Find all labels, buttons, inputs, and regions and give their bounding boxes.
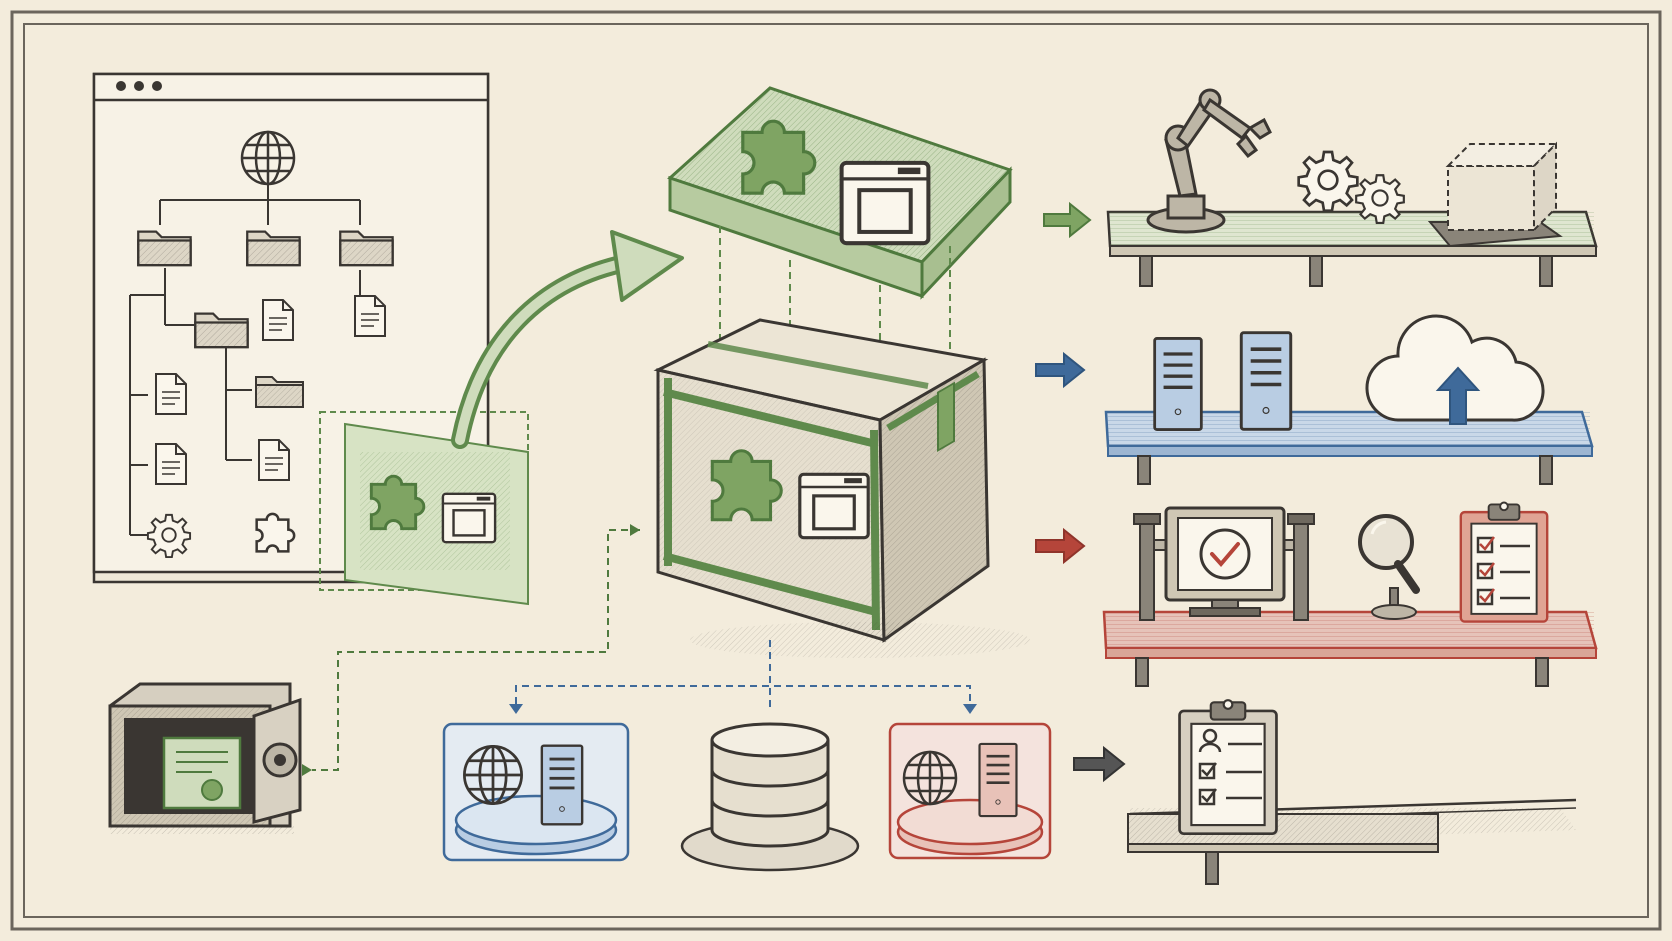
document-icon [353, 294, 387, 338]
app-window-icon [441, 492, 497, 544]
robot-arm-icon [1146, 88, 1272, 234]
server-icon [540, 744, 584, 826]
checklist-items [1476, 536, 1530, 606]
document-icon [257, 438, 291, 482]
outer-frame [10, 10, 1662, 931]
review-items [1198, 728, 1262, 806]
package-crate [653, 318, 990, 643]
review-clipboard-icon [1178, 698, 1278, 836]
lid-puzzle-icon [741, 119, 817, 195]
lane-arrow-review [1073, 745, 1126, 783]
checkmark-circle-icon [1199, 528, 1251, 580]
folder-icon [137, 230, 192, 267]
secret-link-line [312, 529, 640, 771]
globe-icon [463, 745, 523, 805]
magnifier-icon [1358, 514, 1420, 620]
repo-root-globe-icon [240, 130, 296, 186]
extract-arrow [451, 230, 684, 449]
window-dot-min [134, 81, 144, 91]
package-lid [667, 86, 1013, 300]
folder-icon [339, 230, 394, 267]
puzzle-icon [369, 474, 426, 531]
server-icon [978, 742, 1018, 818]
folder-icon [254, 375, 305, 409]
folder-icon [246, 230, 301, 267]
shelf-test [1102, 501, 1598, 687]
artifact-placeholder-icon [1427, 141, 1563, 248]
shelf-deploy [1104, 314, 1594, 485]
shelf-build [1106, 88, 1598, 287]
selected-plugin-card [319, 411, 529, 606]
lane-arrow-deploy [1035, 351, 1086, 389]
server-icon [1152, 336, 1204, 432]
document-icon [261, 298, 295, 342]
gear-icon [1355, 174, 1405, 224]
gear-icon [1297, 150, 1359, 212]
env-database [680, 722, 860, 872]
server-icon [1239, 330, 1293, 432]
lane-arrow-build [1043, 201, 1092, 239]
inner-frame [23, 23, 1649, 918]
env-staging [442, 722, 630, 862]
test-monitor [1133, 506, 1315, 621]
cloud-upload-icon [1365, 314, 1545, 425]
crate-window-icon [798, 472, 870, 540]
crate-puzzle-icon [710, 449, 783, 522]
lane-arrow-test [1035, 527, 1086, 565]
test-checklist-clipboard-icon [1459, 501, 1549, 623]
globe-icon [902, 750, 958, 806]
credential-vault [108, 682, 302, 834]
database-icon [710, 722, 830, 758]
lid-window-icon [842, 163, 929, 243]
plugin-outline-puzzle-icon [255, 512, 296, 553]
deploy-branch-lines [509, 640, 977, 714]
folder-icon [194, 312, 249, 349]
window-dot-close [116, 81, 126, 91]
lid-alignment-lines [719, 226, 951, 360]
env-production [888, 722, 1052, 860]
document-icon [154, 372, 188, 416]
document-icon [154, 442, 188, 486]
gear-icon [146, 513, 192, 558]
crate-shadow [690, 622, 1030, 658]
shelf-review [1127, 698, 1577, 885]
window-dot-max [152, 81, 162, 91]
